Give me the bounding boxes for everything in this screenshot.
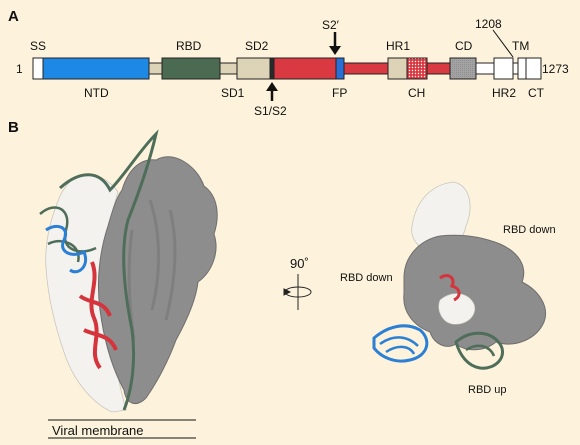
- panel-b-label: B: [8, 119, 19, 136]
- label-s2-prime: S2′: [322, 18, 339, 32]
- top-red-ribbon: [439, 274, 461, 302]
- s2-prime-arrow: [329, 32, 341, 55]
- rotation-label: 90˚: [290, 256, 309, 271]
- rbd-down-label-1: RBD down: [503, 224, 556, 236]
- domain-ss: [32, 57, 44, 80]
- side-green-ribbon: [58, 129, 159, 411]
- side-red-ribbon: [78, 261, 118, 370]
- domain-rbd: [161, 57, 221, 80]
- rbd-up-label: RBD up: [468, 384, 507, 396]
- domain-sd2: [236, 57, 271, 80]
- domain-s1s2-site: [269, 57, 275, 80]
- spike-top-view: [372, 181, 546, 370]
- label-tm: TM: [512, 39, 530, 53]
- label-ct: CT: [528, 86, 544, 100]
- label-start-residue: 1: [16, 62, 23, 76]
- domain-fp: [335, 57, 345, 80]
- label-ntd: NTD: [84, 86, 109, 100]
- residue-1208-leader: [492, 29, 514, 58]
- domain-ct: [525, 57, 542, 80]
- domain-hr2: [493, 57, 514, 80]
- label-sd1: SD1: [221, 86, 245, 100]
- domain-bar: [32, 57, 542, 80]
- label-cd: CD: [455, 39, 473, 53]
- domain-cd: [449, 57, 477, 80]
- rotation-icon: [283, 274, 312, 310]
- domain-sd1: [219, 62, 238, 75]
- spike-side-view: [39, 129, 218, 413]
- domain-s2-red-1: [273, 57, 337, 80]
- panel-a-label: A: [8, 8, 19, 25]
- domain-linker-3: [512, 62, 519, 75]
- label-fp: FP: [332, 86, 348, 100]
- label-hr2: HR2: [492, 86, 517, 100]
- domain-ntd: [42, 57, 150, 80]
- domain-linker-1: [148, 62, 163, 75]
- top-blue-ribbon: [372, 324, 429, 363]
- s1-s2-arrow: [266, 82, 278, 101]
- top-green-ribbon: [454, 331, 504, 370]
- domain-linker-2: [475, 62, 495, 75]
- membrane-label: Viral membrane: [52, 423, 144, 438]
- label-s1-s2: S1/S2: [254, 104, 287, 118]
- domain-ch: [406, 57, 428, 80]
- rbd-down-label-2: RBD down: [340, 272, 393, 284]
- top-grey-density: [403, 234, 546, 351]
- label-sd2: SD2: [245, 39, 269, 53]
- domain-s2-red-2: [343, 62, 389, 75]
- label-ss: SS: [30, 39, 47, 53]
- domain-tm: [517, 57, 527, 80]
- label-ch: CH: [408, 86, 426, 100]
- label-1208: 1208: [475, 17, 502, 31]
- domain-hr1: [387, 57, 408, 80]
- label-hr1: HR1: [386, 39, 411, 53]
- domain-s2-red-3: [426, 62, 451, 75]
- side-blue-ribbon: [45, 224, 87, 274]
- label-rbd: RBD: [176, 39, 202, 53]
- label-end-residue: 1273: [542, 62, 569, 76]
